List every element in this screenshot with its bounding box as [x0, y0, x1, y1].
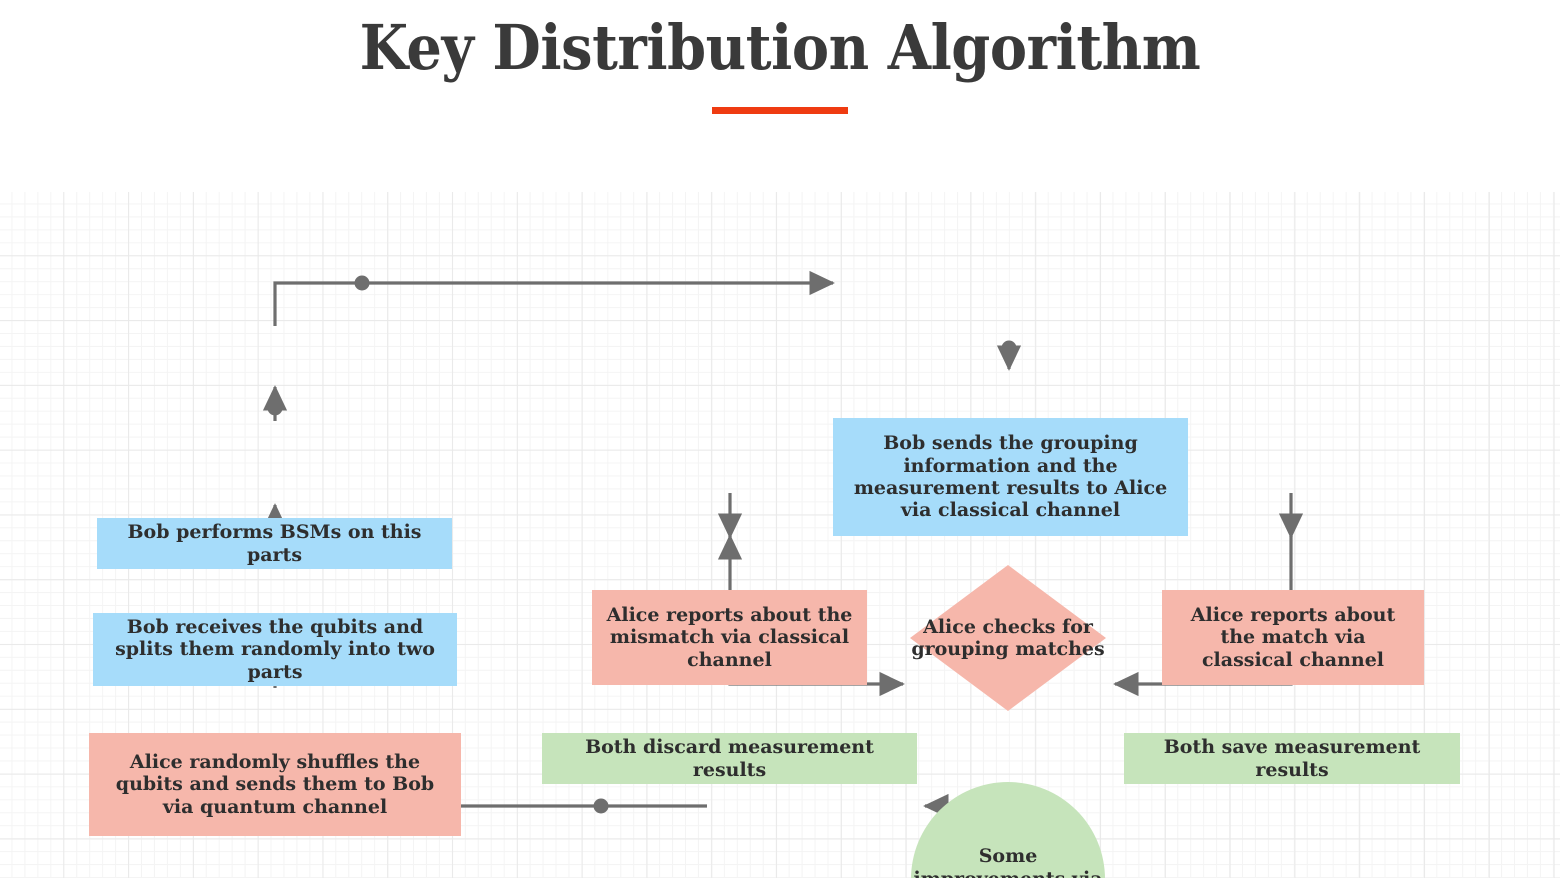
node-alice-shuffles-qubits[interactable]: Alice randomly shuffles the qubits and s… — [89, 733, 461, 836]
page-title: Key Distribution Algorithm — [359, 11, 1201, 84]
node-some-improvements[interactable]: Some improvements via classical channel — [911, 782, 1105, 878]
node-bob-receives-qubits[interactable]: Bob receives the qubits and splits them … — [93, 613, 457, 686]
node-alice-reports-mismatch[interactable]: Alice reports about the mismatch via cla… — [592, 590, 867, 685]
flowchart-canvas: Bob performs BSMs on this parts Bob rece… — [0, 192, 1560, 878]
edge-receives-to-bsm — [262, 385, 288, 421]
node-alice-reports-match[interactable]: Alice reports about the match via classi… — [1162, 590, 1424, 685]
node-both-discard-results[interactable]: Both discard measurement results — [542, 733, 917, 784]
node-bob-performs-bsms[interactable]: Bob performs BSMs on this parts — [97, 518, 452, 569]
title-underline-rule — [712, 107, 848, 115]
node-bob-sends-grouping-info[interactable]: Bob sends the grouping information and t… — [833, 418, 1188, 536]
decision-label: Alice checks for grouping matches — [911, 615, 1105, 660]
page-title-block: Key Distribution Algorithm — [0, 0, 1560, 115]
edge-bsm-to-bobsends — [273, 270, 835, 326]
node-alice-checks-grouping-matches[interactable]: Alice checks for grouping matches — [910, 565, 1106, 711]
node-both-save-results[interactable]: Both save measurement results — [1124, 733, 1460, 784]
edge-bobsends-to-decision — [996, 340, 1022, 371]
